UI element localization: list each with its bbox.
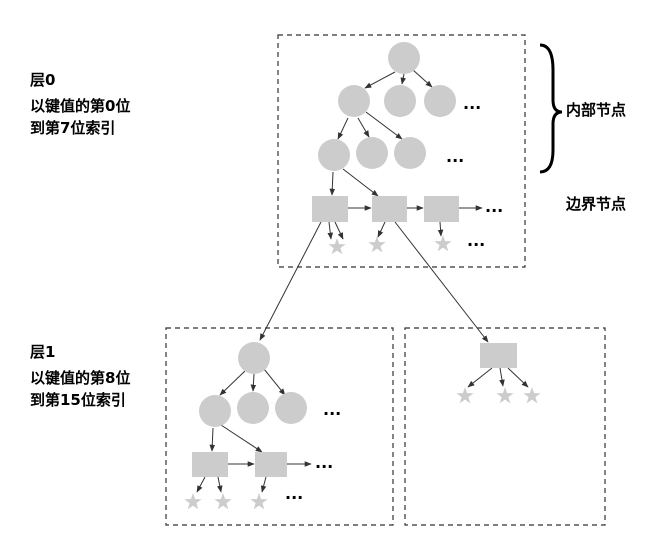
ellipsis: ... xyxy=(485,197,503,216)
layer0-node xyxy=(384,85,416,117)
star-icon xyxy=(184,493,202,510)
star-icon xyxy=(250,493,268,510)
layer0-desc-line2: 到第7位索引 xyxy=(30,119,116,137)
layer0-boundary-node xyxy=(424,196,459,222)
ellipsis: ... xyxy=(467,231,485,250)
star-icon xyxy=(496,387,514,404)
ellipsis: ... xyxy=(446,147,464,166)
layer1-left-leaves xyxy=(184,493,268,510)
ellipsis: ... xyxy=(323,400,341,419)
star-icon xyxy=(456,387,474,404)
layer0-node xyxy=(338,85,370,117)
star-icon xyxy=(328,238,346,255)
layer1-node xyxy=(237,392,269,424)
internal-nodes-label: 内部节点 xyxy=(566,101,627,119)
layer0-desc-line1: 以键值的第0位 xyxy=(30,97,131,115)
layer1-boundary-nodes xyxy=(192,452,287,477)
layer1-right-edges xyxy=(467,367,529,388)
layer0-node xyxy=(394,137,426,169)
star-icon xyxy=(523,387,541,404)
boundary-nodes-label: 边界节点 xyxy=(566,195,627,213)
layer0-boundary-node xyxy=(372,196,407,222)
layer1-boundary-node xyxy=(255,452,287,477)
layer0-title: 层0 xyxy=(30,71,56,89)
layer0-node xyxy=(318,139,350,171)
layer1-desc-line2: 到第15位索引 xyxy=(30,391,126,409)
star-icon xyxy=(214,493,232,510)
ellipsis: ... xyxy=(463,94,481,113)
layer1-boundary-node xyxy=(192,452,228,477)
ellipsis: ... xyxy=(315,453,333,472)
ellipsis: ... xyxy=(285,484,303,503)
layer1-internal-nodes xyxy=(199,342,307,427)
layer1-title: 层1 xyxy=(30,343,56,361)
layer0-node xyxy=(424,85,456,117)
layer1-left-edges xyxy=(196,368,312,493)
star-icon xyxy=(434,235,452,252)
layer1-box-right xyxy=(404,327,606,526)
layer1-node xyxy=(275,392,307,424)
layer0-box xyxy=(277,34,526,268)
layer0-internal-nodes xyxy=(318,42,456,171)
layer0-boundary-node xyxy=(312,196,348,222)
layer0-edges xyxy=(259,69,489,343)
layer0-boundary-nodes xyxy=(312,196,459,222)
layer0-node xyxy=(356,137,388,169)
layer1-node xyxy=(199,395,231,427)
layer1-right-boundary-node xyxy=(480,343,517,368)
layer1-box-left xyxy=(165,327,394,526)
layer1-right-leaves xyxy=(456,387,541,404)
layer1-root-node xyxy=(238,342,270,374)
layer0-leaves xyxy=(328,235,452,255)
layer1-desc-line1: 以键值的第8位 xyxy=(30,369,131,387)
star-icon xyxy=(368,236,386,253)
layer0-root-node xyxy=(388,42,420,74)
internal-nodes-brace xyxy=(539,43,563,174)
